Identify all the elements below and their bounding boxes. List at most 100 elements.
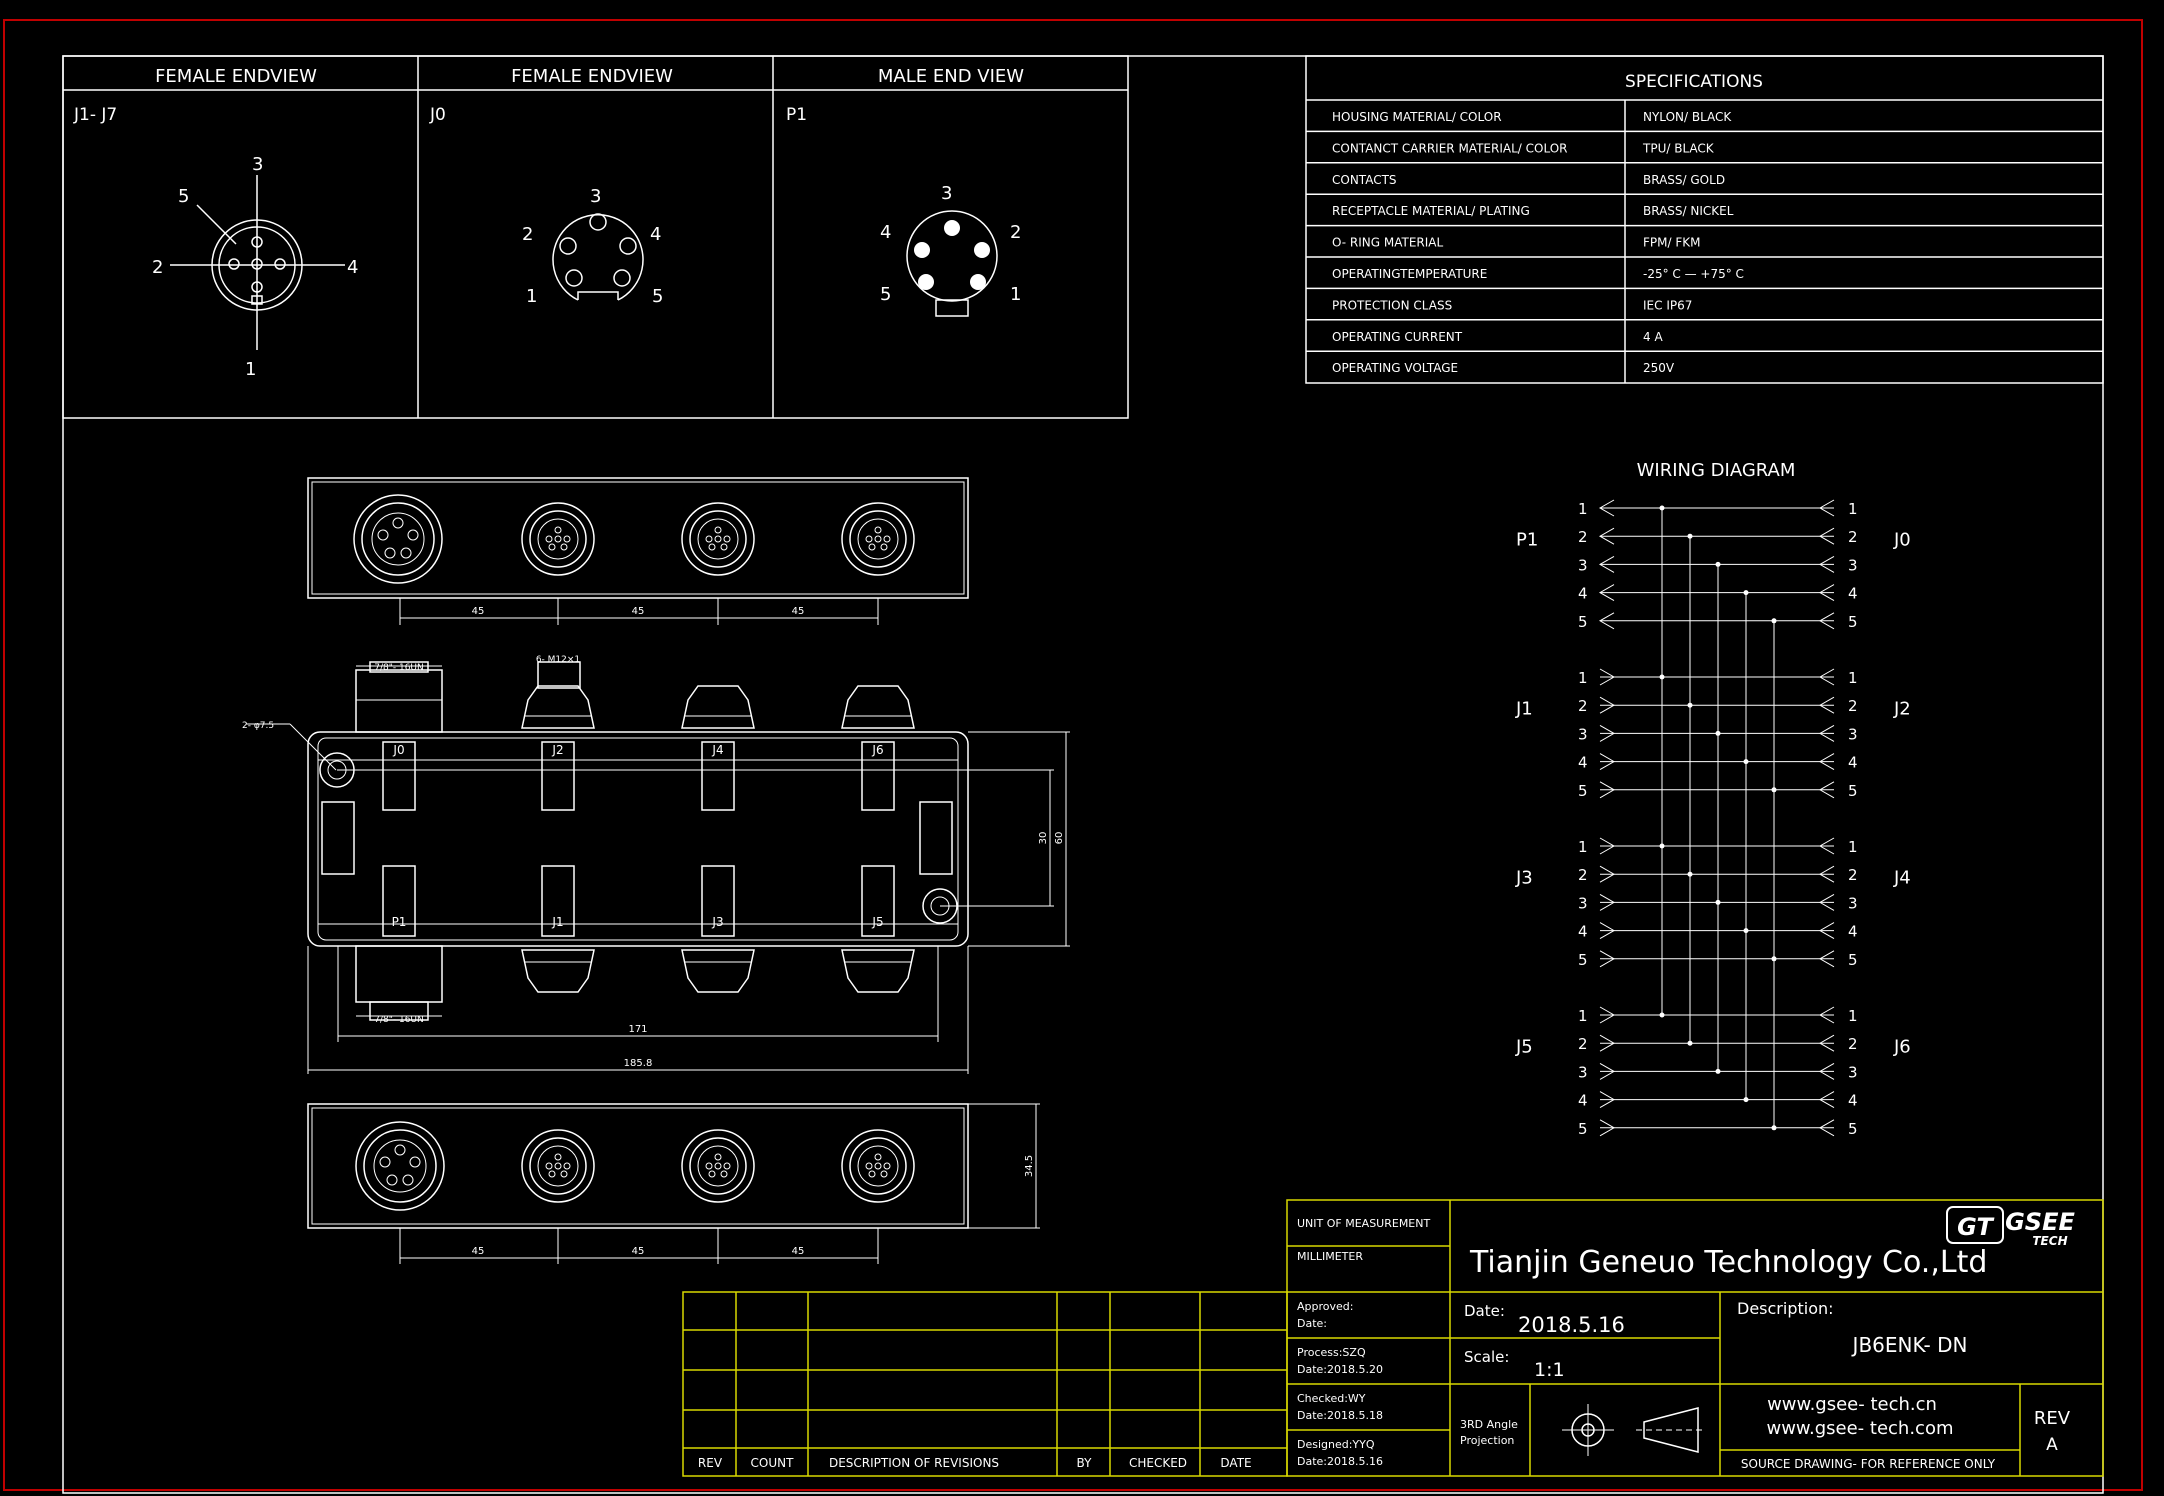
wiring-group-left: J5 — [1515, 1036, 1533, 1057]
p1-pin-5: 5 — [880, 284, 891, 305]
checked-label: Checked:WY — [1297, 1392, 1366, 1405]
p1-pin-2: 2 — [1010, 222, 1021, 243]
rev-header-count: COUNT — [751, 1456, 795, 1470]
rev-header-by: BY — [1077, 1456, 1093, 1470]
endview-title-2: FEMALE ENDVIEW — [511, 66, 673, 87]
wiring-pin-left: 5 — [1578, 613, 1588, 631]
wiring-pin-left: 3 — [1578, 556, 1588, 574]
j0-pin-2: 2 — [522, 224, 533, 245]
wiring-pin-left: 3 — [1578, 1063, 1588, 1081]
rev-header-description: DESCRIPTION OF REVISIONS — [829, 1456, 999, 1470]
port-label-j6: J6 — [871, 743, 883, 757]
wiring-pin-right: 5 — [1848, 1120, 1858, 1138]
spec-key: RECEPTACLE MATERIAL/ PLATING — [1332, 204, 1530, 218]
process-date: Date:2018.5.20 — [1297, 1363, 1383, 1376]
spec-value: TPU/ BLACK — [1642, 141, 1715, 155]
wiring-pin-right: 1 — [1848, 838, 1858, 856]
spec-key: OPERATINGTEMPERATURE — [1332, 267, 1487, 281]
endview-label-3: P1 — [786, 105, 807, 125]
thread-7-8-top: 7/8"- 16UN — [374, 663, 424, 673]
hole-label: 2- φ7.5 — [242, 721, 274, 731]
port-label-j1: J1 — [551, 915, 563, 929]
j1-pin-4: 4 — [347, 257, 358, 278]
designed-label: Designed:YYQ — [1297, 1438, 1375, 1451]
endview-panel: FEMALE ENDVIEW FEMALE ENDVIEW MALE END V… — [62, 55, 1129, 419]
wiring-pin-left: 3 — [1578, 894, 1588, 912]
wiring-pin-right: 4 — [1848, 1092, 1858, 1110]
dim-60: 60 — [1054, 832, 1065, 845]
wiring-pin-left: 1 — [1578, 1007, 1588, 1025]
spec-key: HOUSING MATERIAL/ COLOR — [1332, 110, 1502, 124]
designed-date: Date:2018.5.16 — [1297, 1455, 1383, 1468]
projection-line-2: Projection — [1460, 1434, 1514, 1447]
wiring-group-left: J3 — [1515, 867, 1533, 888]
wiring-pin-left: 4 — [1578, 1092, 1588, 1110]
endview-title-3: MALE END VIEW — [878, 66, 1024, 87]
wiring-title: WIRING DIAGRAM — [1637, 460, 1796, 481]
wiring-pin-right: 2 — [1848, 528, 1858, 546]
svg-text:GT: GT — [1957, 1213, 1994, 1241]
outer-border — [3, 19, 2143, 1491]
dim-185-8: 185.8 — [624, 1058, 653, 1069]
mechanical-drawing: 45 45 45 — [242, 477, 1070, 1264]
revisions-table: REV COUNT DESCRIPTION OF REVISIONS BY CH… — [682, 1291, 1288, 1477]
spec-key: CONTACTS — [1332, 173, 1397, 187]
j0-pin-4: 4 — [650, 224, 661, 245]
dim-34-5: 34.5 — [1024, 1155, 1035, 1177]
wiring-pin-right: 1 — [1848, 500, 1858, 518]
wiring-pin-right: 4 — [1848, 585, 1858, 603]
top-side-view — [307, 477, 969, 625]
wiring-pin-left: 5 — [1578, 951, 1588, 969]
wiring-group-left: P1 — [1516, 529, 1538, 550]
wiring-pin-right: 5 — [1848, 951, 1858, 969]
endview-j0-connector — [552, 213, 644, 301]
port-label-j2: J2 — [551, 743, 563, 757]
wiring-group-right: J4 — [1893, 867, 1911, 888]
rev-label: REV — [2034, 1408, 2071, 1429]
dim-45-top-2: 45 — [632, 606, 645, 617]
wiring-pin-left: 2 — [1578, 697, 1588, 715]
thread-m12: 6- M12×1 — [536, 655, 580, 665]
port-label-j3: J3 — [711, 915, 723, 929]
dim-30: 30 — [1038, 832, 1049, 845]
spec-value: BRASS/ GOLD — [1643, 173, 1725, 187]
wiring-pin-left: 5 — [1578, 1120, 1588, 1138]
wiring-pin-left: 1 — [1578, 838, 1588, 856]
wiring-pin-right: 4 — [1848, 754, 1858, 772]
wiring-pin-right: 3 — [1848, 894, 1858, 912]
wiring-pin-right: 2 — [1848, 1035, 1858, 1053]
spec-value: FPM/ FKM — [1643, 236, 1700, 250]
bottom-side-view — [307, 1103, 1040, 1264]
rev-header-rev: REV — [698, 1456, 723, 1470]
uom-label: UNIT OF MEASUREMENT — [1297, 1217, 1430, 1230]
dim-171: 171 — [628, 1024, 647, 1035]
process-label: Process:SZQ — [1297, 1346, 1366, 1359]
approved-date: Date: — [1297, 1317, 1327, 1330]
dim-45-bot-2: 45 — [632, 1246, 645, 1257]
j1-pin-1: 1 — [245, 359, 256, 380]
company-logo: GT GSEE TECH — [1946, 1206, 2075, 1248]
wiring-pin-left: 2 — [1578, 1035, 1588, 1053]
j0-pin-1: 1 — [526, 286, 537, 307]
thread-7-8-bottom: 7/8"- 16UN — [374, 1015, 424, 1025]
port-label-p1: P1 — [392, 915, 407, 929]
p1-pin-4: 4 — [880, 222, 891, 243]
dim-45-top-3: 45 — [792, 606, 805, 617]
spec-value: IEC IP67 — [1643, 298, 1692, 312]
wiring-pin-right: 5 — [1848, 613, 1858, 631]
front-body-view — [246, 661, 1070, 1074]
endview-title-1: FEMALE ENDVIEW — [155, 66, 317, 87]
endview-j1-j7-connector — [170, 175, 345, 350]
spec-value: NYLON/ BLACK — [1643, 110, 1732, 124]
spec-key: PROTECTION CLASS — [1332, 298, 1452, 312]
wiring-pin-right: 3 — [1848, 1063, 1858, 1081]
spec-value: BRASS/ NICKEL — [1643, 204, 1734, 218]
svg-text:GSEE: GSEE — [2005, 1208, 2075, 1236]
wiring-pin-left: 2 — [1578, 866, 1588, 884]
wiring-pin-left: 1 — [1578, 500, 1588, 518]
approved-label: Approved: — [1297, 1300, 1353, 1313]
dim-45-bot-3: 45 — [792, 1246, 805, 1257]
rev-header-checked: CHECKED — [1129, 1456, 1187, 1470]
